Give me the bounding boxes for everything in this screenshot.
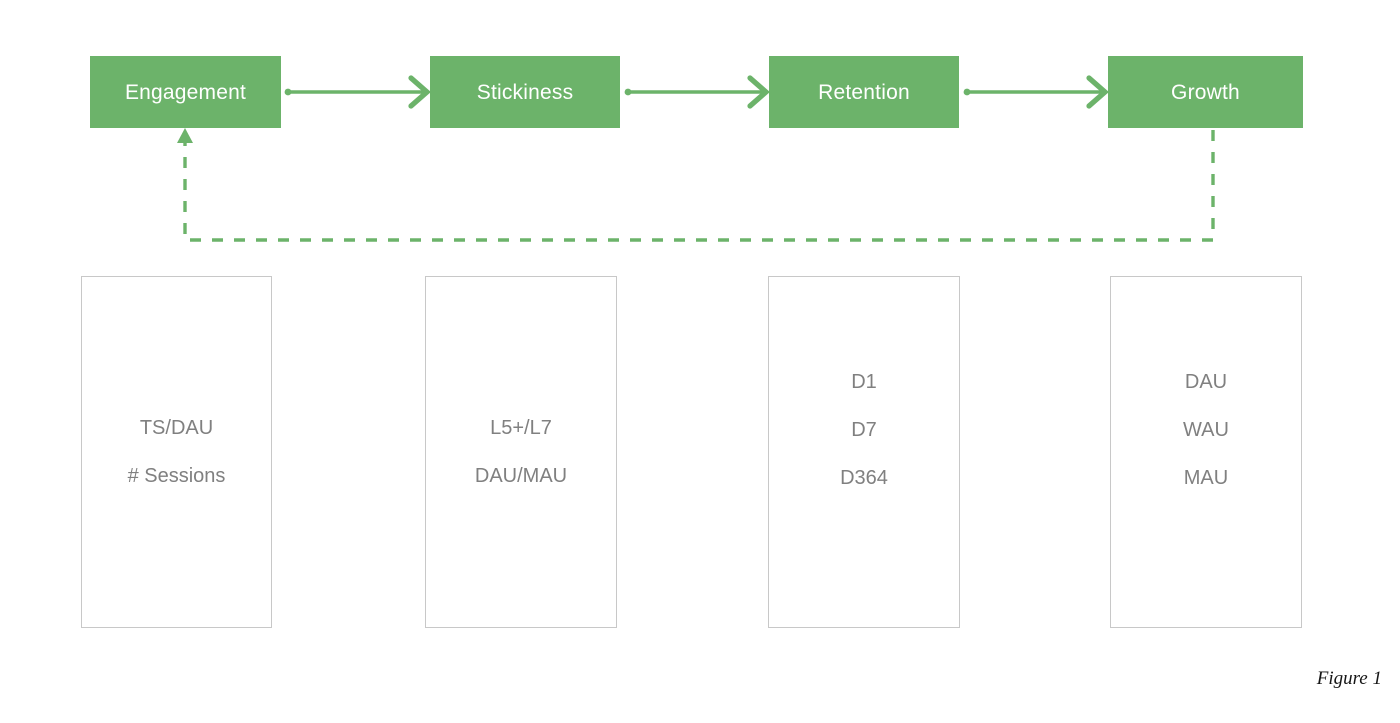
figure-caption: Figure 1 — [1316, 668, 1382, 689]
arrow-stickiness-to-retention — [624, 75, 770, 109]
arrow-retention-to-growth — [963, 75, 1109, 109]
stage-label-stickiness: Stickiness — [476, 80, 574, 104]
stage-box-stickiness[interactable]: Stickiness — [430, 56, 620, 128]
metric-item: TS/DAU — [139, 417, 214, 439]
metric-item: DAU — [1184, 371, 1228, 393]
metric-list-growth: DAU WAU MAU — [1183, 372, 1229, 488]
stage-box-growth[interactable]: Growth — [1108, 56, 1303, 128]
metric-list-engagement: TS/DAU # Sessions — [128, 418, 226, 486]
metric-list-stickiness: L5+/L7 DAU/MAU — [475, 418, 567, 486]
metric-item: DAU/MAU — [474, 465, 568, 487]
metric-list-retention: D1 D7 D364 — [840, 372, 888, 488]
stage-box-retention[interactable]: Retention — [769, 56, 959, 128]
metric-item: D7 — [851, 419, 877, 441]
stage-label-growth: Growth — [1171, 80, 1240, 104]
metric-box-retention[interactable]: D1 D7 D364 — [768, 276, 960, 628]
arrow-growth-to-engagement-feedback — [177, 128, 1215, 242]
arrow-engagement-to-stickiness — [284, 75, 431, 109]
stage-box-engagement[interactable]: Engagement — [90, 56, 281, 128]
stage-label-retention: Retention — [818, 80, 910, 104]
metric-item: D364 — [840, 467, 888, 489]
metric-item: # Sessions — [127, 465, 226, 487]
metric-box-stickiness[interactable]: L5+/L7 DAU/MAU — [425, 276, 617, 628]
metric-item: WAU — [1183, 419, 1229, 441]
metric-box-engagement[interactable]: TS/DAU # Sessions — [81, 276, 272, 628]
metric-item: MAU — [1183, 467, 1229, 489]
metric-item: D1 — [851, 371, 877, 393]
metric-box-growth[interactable]: DAU WAU MAU — [1110, 276, 1302, 628]
stage-label-engagement: Engagement — [124, 80, 247, 104]
metric-item: L5+/L7 — [490, 417, 552, 439]
